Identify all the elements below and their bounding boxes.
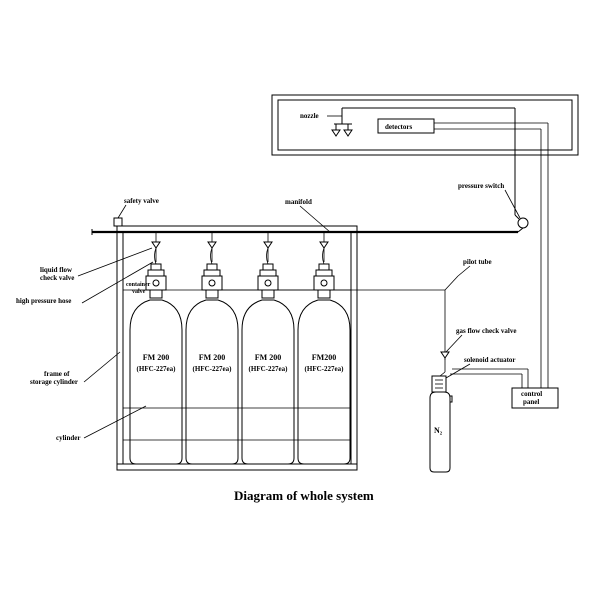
container-valve-icon [318,263,330,271]
high-pressure-hose [210,247,213,265]
actuator-wiring [450,368,529,388]
pilot-tube-label: pilot tube [463,258,492,266]
pressure-switch-label: pressure switch [458,182,504,190]
liquid-flow-check-valve-label-1: liquid flow [40,266,73,274]
safety-valve-label: safety valve [124,197,159,205]
container-valve-label-1: container [126,282,151,288]
cylinder-bank: FM 200(HFC-227ea)FM 200(HFC-227ea)FM 200… [123,232,351,465]
liquid-flow-check-valve-icon [263,241,273,249]
container-valve-icon [262,263,274,271]
storage-cylinder: FM200 (HFC-227ea) [297,232,351,465]
container-valve-icon [206,263,218,271]
frame-label-1: frame of [44,370,70,378]
control-panel-box [511,387,559,409]
nozzle-icon [331,112,353,137]
storage-cylinder: FM 200 (HFC-227ea) [185,232,239,465]
detectors-label: detectors [385,123,412,131]
high-pressure-hose-label: high pressure hose [16,297,71,305]
control-panel-label-2: panel [523,398,539,406]
cylinder-agent-name: FM200 [312,353,336,362]
gas-flow-check-valve-label: gas flow check valve [456,327,516,335]
cylinder-body [129,299,183,465]
high-pressure-hose [154,247,157,265]
liquid-flow-check-valve-icon [207,241,217,249]
nitrogen-label: N₂ [434,426,443,435]
nozzle-label: nozzle [300,112,319,120]
cylinder-agent-name: FM 200 [143,353,169,362]
storage-cylinder: FM 200 (HFC-227ea) [241,232,295,465]
manifold [91,229,518,235]
cylinder-agent-name: FM 200 [255,353,281,362]
cylinder-agent-name: FM 200 [199,353,225,362]
diagram-title: Diagram of whole system [234,488,374,503]
discharge-pipe [341,107,516,215]
high-pressure-hose [322,247,325,265]
control-panel-label-1: control [521,390,542,398]
high-pressure-hose [266,247,269,265]
liquid-flow-check-valve-icon [319,241,329,249]
cylinder-agent-type: (HFC-227ea) [137,365,177,373]
safety-valve-icon [113,217,123,227]
solenoid-actuator-label: solenoid actuator [464,356,516,364]
nitrogen-pilot-cylinder: N₂ [429,358,453,473]
cylinder-agent-type: (HFC-227ea) [249,365,289,373]
pressure-switch-icon [517,217,529,229]
detectors-box [377,118,435,134]
cylinder-body [185,299,239,465]
nitrogen-cylinder [429,391,451,473]
liquid-flow-check-valve-icon [151,241,161,249]
protected-room [271,94,579,156]
detector-wiring [434,122,549,388]
storage-cylinder: FM 200 (HFC-227ea) [129,232,183,465]
cylinder-agent-type: (HFC-227ea) [193,365,233,373]
container-valve-label-2: valve [132,289,146,295]
cylinder-body [297,299,351,465]
gas-flow-check-valve-icon [440,351,450,359]
frame-label-2: storage cylinder [30,378,78,386]
container-valve-icon [150,263,162,271]
cylinder-body [241,299,295,465]
cylinder-agent-type: (HFC-227ea) [305,365,345,373]
liquid-flow-check-valve-label-2: check valve [40,274,74,282]
cylinder-label: cylinder [56,434,81,442]
manifold-label: manifold [285,198,312,206]
